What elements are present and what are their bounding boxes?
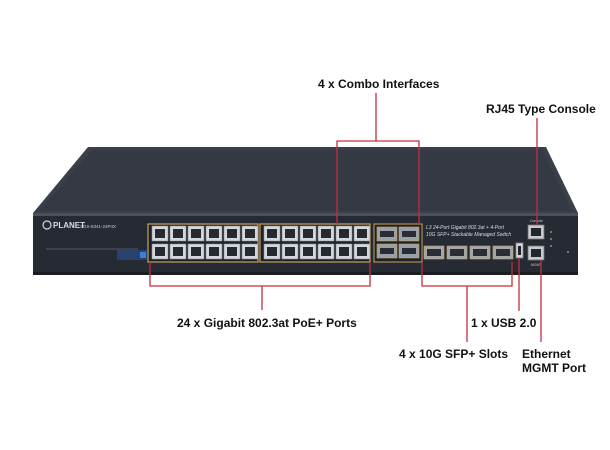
combo-sfp-slot	[398, 243, 420, 259]
mgmt-port-label-line1: Ethernet	[522, 347, 571, 361]
rj45-port	[241, 225, 259, 242]
mgmt-port-label-line2: MGMT Port	[522, 361, 586, 375]
rj45-port	[335, 225, 353, 242]
console-label: RJ45 Type Console	[486, 102, 596, 116]
rj45-port	[263, 225, 281, 242]
rj45-port	[205, 225, 223, 242]
planet-logo-icon	[42, 220, 52, 230]
rj45-port	[317, 243, 335, 260]
mgmt-port-label: MGMT	[531, 263, 543, 267]
rj45-port	[281, 225, 299, 242]
combo-interfaces-label: 4 x Combo Interfaces	[318, 77, 440, 91]
sfp-plus-slot	[446, 245, 468, 260]
callout-poe	[149, 262, 371, 287]
rj45-port	[281, 243, 299, 260]
callout-combo	[336, 140, 420, 224]
combo-sfp-slot	[376, 226, 398, 242]
callout-lines	[149, 93, 542, 342]
rj45-port	[151, 225, 169, 242]
rj45-port	[205, 243, 223, 260]
sfp-plus-slot	[423, 245, 445, 260]
device-description-line1: L3 24-Port Gigabit 802.3at + 4-Port	[426, 225, 505, 231]
sfp-plus-slot	[469, 245, 491, 260]
status-leds	[46, 248, 138, 250]
device-description-line2: 10G SFP+ Stackable Managed Switch	[426, 232, 511, 238]
rj45-port	[353, 225, 371, 242]
rj45-port	[241, 243, 259, 260]
combo-sfp-slot	[398, 226, 420, 242]
system-leds	[550, 231, 569, 253]
rj45-port	[299, 243, 317, 260]
rj45-port	[169, 243, 187, 260]
combo-sfp-slot	[376, 243, 398, 259]
rj45-port	[151, 243, 169, 260]
rj45-port	[317, 225, 335, 242]
rj45-port	[223, 243, 241, 260]
rj45-port	[187, 243, 205, 260]
sfp-slots-label: 4 x 10G SFP+ Slots	[399, 347, 509, 361]
poe-ports-label: 24 x Gigabit 802.3at PoE+ Ports	[177, 316, 357, 330]
usb-label: 1 x USB 2.0	[471, 316, 537, 330]
model-number: SGS-6341-24P4X	[80, 224, 116, 229]
rj45-port	[169, 225, 187, 242]
rj45-port	[335, 243, 353, 260]
rj45-port	[223, 225, 241, 242]
rj45-port	[263, 243, 281, 260]
rj45-port	[187, 225, 205, 242]
brand-name: PLANET	[53, 221, 85, 230]
rj45-port	[353, 243, 371, 260]
led-panel	[117, 250, 147, 260]
rj45-port	[299, 225, 317, 242]
sfp-plus-slot	[492, 245, 514, 260]
